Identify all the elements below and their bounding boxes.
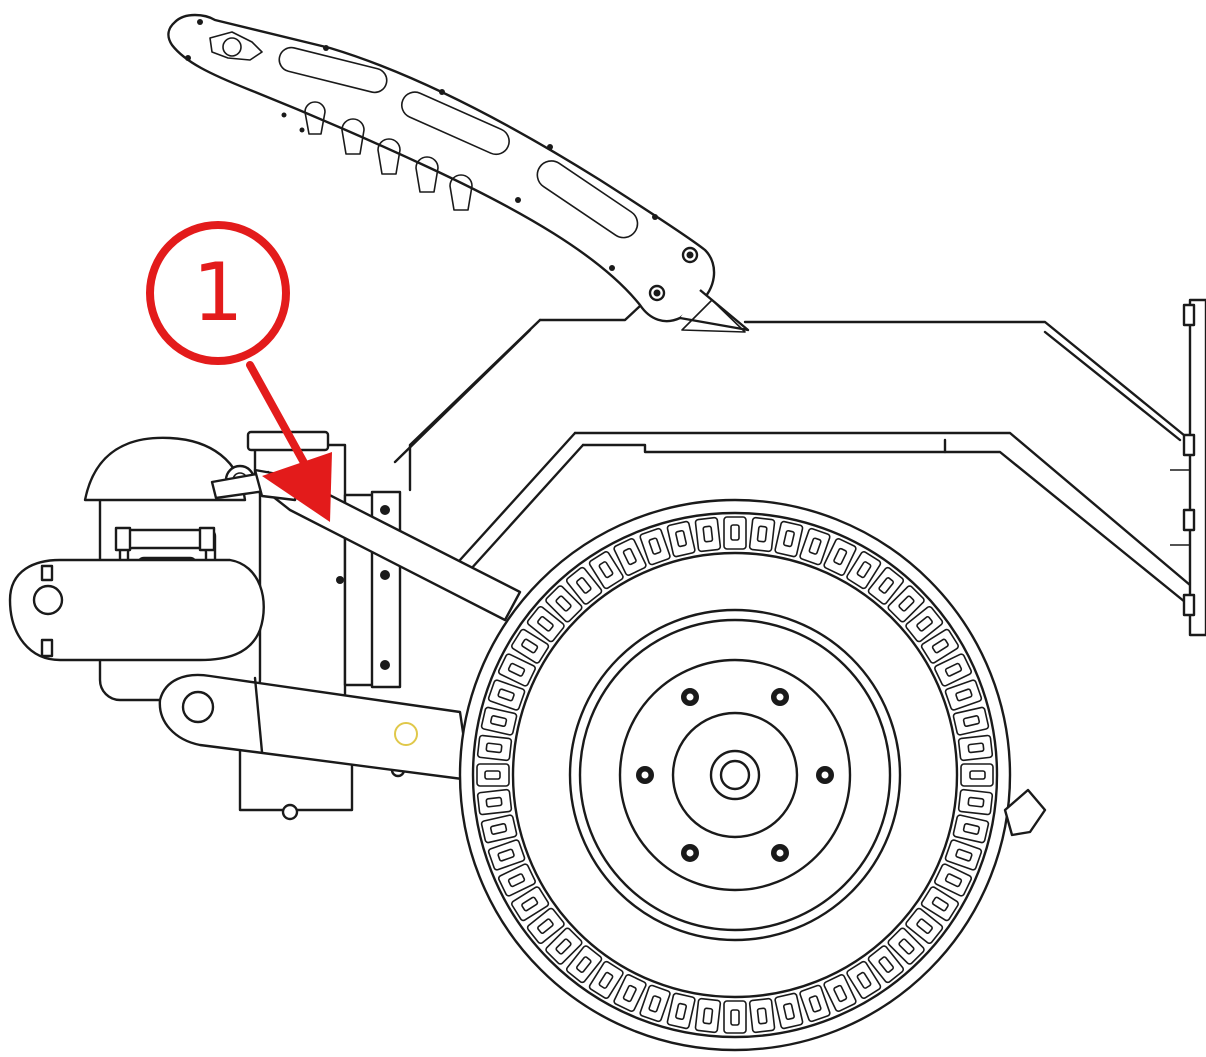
tread-block bbox=[545, 927, 583, 965]
tread-block bbox=[920, 886, 959, 922]
tread-block bbox=[497, 863, 536, 897]
tread-block bbox=[694, 997, 722, 1034]
tread-block bbox=[952, 706, 990, 736]
tread-block bbox=[480, 706, 518, 736]
tread-block bbox=[511, 628, 550, 664]
chassis-frame bbox=[393, 298, 1206, 637]
tread-block bbox=[867, 566, 905, 605]
lug-nut-center bbox=[641, 771, 649, 779]
tread-block bbox=[565, 945, 603, 984]
tread-block bbox=[565, 566, 603, 605]
tread-block bbox=[944, 839, 983, 871]
tread-block bbox=[487, 839, 526, 871]
tread-block bbox=[952, 814, 990, 844]
tread-block bbox=[823, 974, 857, 1013]
callout-1: 1 bbox=[146, 221, 332, 522]
wheel bbox=[458, 498, 1047, 1052]
tread-block bbox=[588, 551, 624, 590]
tread-block bbox=[934, 863, 973, 897]
callout-number: 1 bbox=[193, 246, 244, 339]
tread-block bbox=[846, 960, 882, 999]
tread-block bbox=[957, 734, 994, 762]
tread-block bbox=[588, 960, 624, 999]
tread-block bbox=[613, 537, 647, 576]
tread-block bbox=[666, 520, 696, 558]
tread-block bbox=[694, 516, 722, 553]
tread-block bbox=[957, 788, 994, 816]
tread-block bbox=[774, 520, 804, 558]
tread-block bbox=[613, 974, 647, 1013]
hitch-drawbar bbox=[8, 558, 265, 662]
tread-block bbox=[920, 628, 959, 664]
tread-block bbox=[639, 527, 671, 566]
tread-block bbox=[799, 527, 831, 566]
tread-block bbox=[944, 679, 983, 711]
tread-block bbox=[639, 984, 671, 1023]
lug-nut-center bbox=[776, 849, 784, 857]
tread-block bbox=[748, 997, 776, 1034]
lug-nut-center bbox=[686, 693, 694, 701]
tread-block bbox=[867, 945, 905, 984]
callout-arrow-head bbox=[262, 452, 332, 522]
tread-block bbox=[476, 788, 513, 816]
tread-block bbox=[723, 1000, 747, 1034]
tread-block bbox=[723, 516, 747, 550]
marker-circle bbox=[394, 722, 418, 746]
tread-block bbox=[526, 907, 565, 945]
tread-block bbox=[476, 763, 510, 787]
lug-nut-center bbox=[776, 693, 784, 701]
tread-block bbox=[934, 653, 973, 687]
tread-block bbox=[666, 992, 696, 1030]
tread-block bbox=[905, 605, 944, 643]
callout-ring bbox=[146, 221, 290, 365]
tread-block bbox=[497, 653, 536, 687]
tread-block bbox=[526, 605, 565, 643]
tread-block bbox=[511, 886, 550, 922]
tread-block bbox=[887, 585, 925, 623]
lug-nut-center bbox=[821, 771, 829, 779]
lever-plate bbox=[167, 13, 750, 333]
tread-block bbox=[774, 992, 804, 1030]
tread-block bbox=[887, 927, 925, 965]
tread-block bbox=[487, 679, 526, 711]
tread-block bbox=[799, 984, 831, 1023]
tread-block bbox=[960, 763, 994, 787]
tread-block bbox=[748, 516, 776, 553]
tread-block bbox=[846, 551, 882, 590]
tread-block bbox=[480, 814, 518, 844]
tread-block bbox=[905, 907, 944, 945]
tread-block bbox=[545, 585, 583, 623]
tread-block bbox=[476, 734, 513, 762]
lug-nut-center bbox=[686, 849, 694, 857]
tread-block bbox=[823, 537, 857, 576]
